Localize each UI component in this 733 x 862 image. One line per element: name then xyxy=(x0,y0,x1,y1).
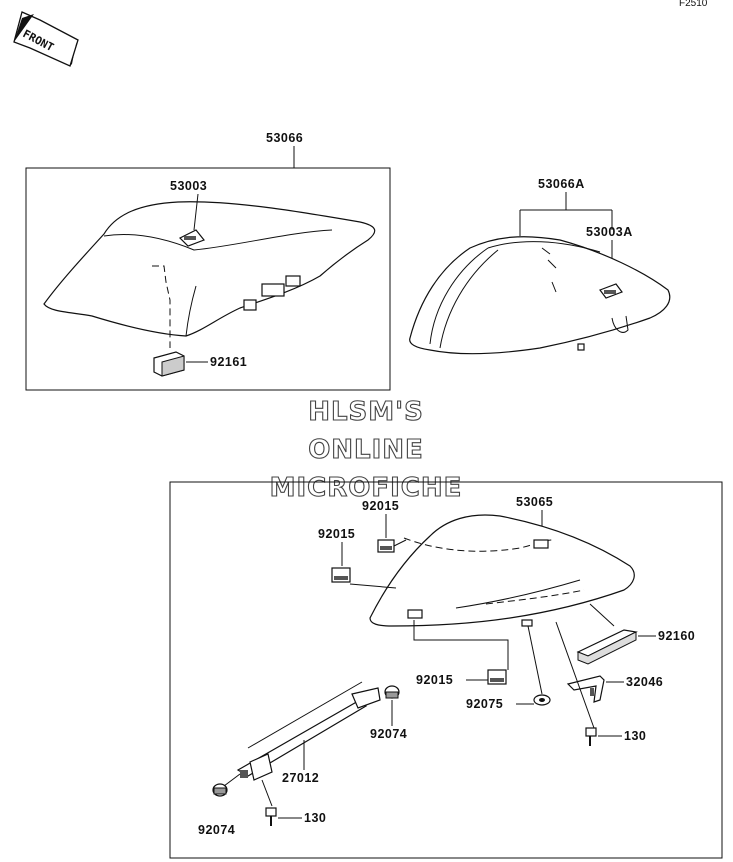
collar xyxy=(533,694,551,706)
grommet-left xyxy=(331,567,351,583)
label-pad: 92161 xyxy=(210,355,247,369)
cowl-assy-group: 53066A 53003A xyxy=(409,177,671,355)
pad-92160 xyxy=(576,629,638,665)
label-cap-right: 92074 xyxy=(370,727,407,741)
grommet-bottom xyxy=(487,669,507,685)
cap-left xyxy=(212,783,228,797)
label-seat-assy: 53066 xyxy=(266,131,303,145)
bracket xyxy=(566,675,605,703)
watermark-line-1: HLSM'S xyxy=(308,397,424,427)
label-cowl-lock: 53003A xyxy=(586,225,633,239)
seat-assy-frame xyxy=(25,167,391,391)
label-cap-left: 92074 xyxy=(198,823,235,837)
label-grommet-left: 92015 xyxy=(318,527,355,541)
front-arrow-icon: FRONT xyxy=(13,11,79,67)
cowl-kit-frame xyxy=(169,481,723,859)
grommet-top xyxy=(377,539,395,553)
watermark-line-2: ONLINE xyxy=(308,435,424,465)
label-grommet-top: 92015 xyxy=(362,499,399,513)
watermark-line-3: MICROFICHE xyxy=(270,473,463,503)
watermark: HLSM'S ONLINE MICROFICHE xyxy=(269,396,463,503)
bolt-right xyxy=(585,727,597,746)
label-stay: 27012 xyxy=(282,771,319,785)
seat-body xyxy=(43,201,376,337)
cowl-body xyxy=(409,236,671,355)
label-bolt-left: 130 xyxy=(304,811,326,825)
cap-right xyxy=(384,685,400,699)
label-bracket: 32046 xyxy=(626,675,663,689)
label-seat-lock: 53003 xyxy=(170,179,207,193)
label-cowl: 53065 xyxy=(516,495,553,509)
label-pad-rear: 92160 xyxy=(658,629,695,643)
figure-code: F2510 xyxy=(679,0,708,9)
stay xyxy=(236,687,381,781)
label-cowl-assy: 53066A xyxy=(538,177,585,191)
label-grommet-bottom: 92015 xyxy=(416,673,453,687)
label-collar: 92075 xyxy=(466,697,503,711)
pad-92161 xyxy=(153,351,185,377)
cowl-53065-body xyxy=(369,514,635,627)
cowl-kit-group: 53065 92015 92015 92015 xyxy=(169,481,723,859)
seat-assy-group: 53066 53003 92161 xyxy=(25,131,391,391)
bolt-left xyxy=(265,807,277,826)
label-bolt-right: 130 xyxy=(624,729,646,743)
